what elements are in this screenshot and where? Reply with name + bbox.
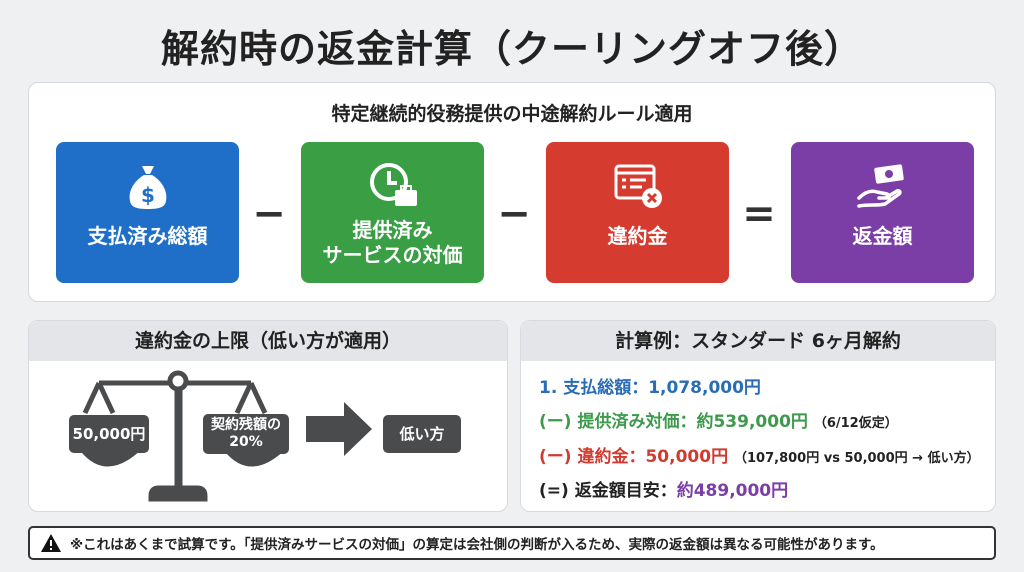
money-bag-icon: $	[129, 166, 166, 209]
disclaimer-text: ※これはあくまで試算です。「提供済みサービスの対価」の算定は会社側の判断が入るた…	[70, 537, 884, 553]
box-label: 支払済み総額	[87, 224, 208, 248]
page-title: 解約時の返金計算（クーリングオフ後）	[160, 27, 863, 71]
equals-operator: =	[742, 191, 776, 237]
box-provided-service: 提供済み サービスの対価	[301, 142, 484, 283]
box-penalty: 違約金	[546, 142, 729, 283]
box-label: 違約金	[607, 224, 668, 248]
clock-briefcase-icon	[369, 163, 417, 206]
example-panel: 計算例：スタンダード 6ヶ月解約 1. 支払総額：1,078,000円 (ー) …	[520, 320, 996, 512]
formula-panel: 特定継続的役務提供の中途解約ルール適用 $ 支払済み総額 − 提供済み サービス…	[28, 82, 996, 302]
warning-icon	[41, 534, 61, 552]
box-label: 返金額	[852, 224, 913, 248]
invoice-cancel-icon	[614, 164, 662, 208]
svg-text:$: $	[141, 183, 155, 207]
calc-line-provided: (ー) 提供済み対価：約539,000円 （6/12仮定）	[539, 412, 898, 432]
scale-icon	[79, 370, 372, 502]
minus-operator: −	[497, 191, 531, 237]
penalty-cap-panel: 違約金の上限（低い方が適用） 50,000円 契約残額の 20% 低い方	[28, 320, 508, 512]
remaining-ratio-tag: 契約残額の 20%	[203, 414, 289, 454]
disclaimer: ※これはあくまで試算です。「提供済みサービスの対価」の算定は会社側の判断が入るた…	[28, 526, 996, 560]
minus-operator: −	[252, 191, 286, 237]
calc-line-penalty: (ー) 違約金：50,000円 （107,800円 vs 50,000円 → 低…	[539, 447, 980, 467]
hand-money-icon	[856, 164, 904, 208]
calc-line-total: 1. 支払総額：1,078,000円	[539, 378, 761, 398]
penalty-header: 違約金の上限（低い方が適用）	[29, 321, 507, 361]
formula-subtitle: 特定継続的役務提供の中途解約ルール適用	[331, 103, 693, 125]
box-refund: 返金額	[791, 142, 974, 283]
calc-line-refund: (=) 返金額目安：約489,000円	[539, 481, 789, 501]
box-label: 提供済み サービスの対価	[322, 218, 463, 267]
fixed-amount-tag: 50,000円	[69, 415, 149, 453]
example-header: 計算例：スタンダード 6ヶ月解約	[521, 321, 995, 361]
lower-value-tag: 低い方	[383, 415, 461, 453]
box-total-paid: $ 支払済み総額	[56, 142, 239, 283]
